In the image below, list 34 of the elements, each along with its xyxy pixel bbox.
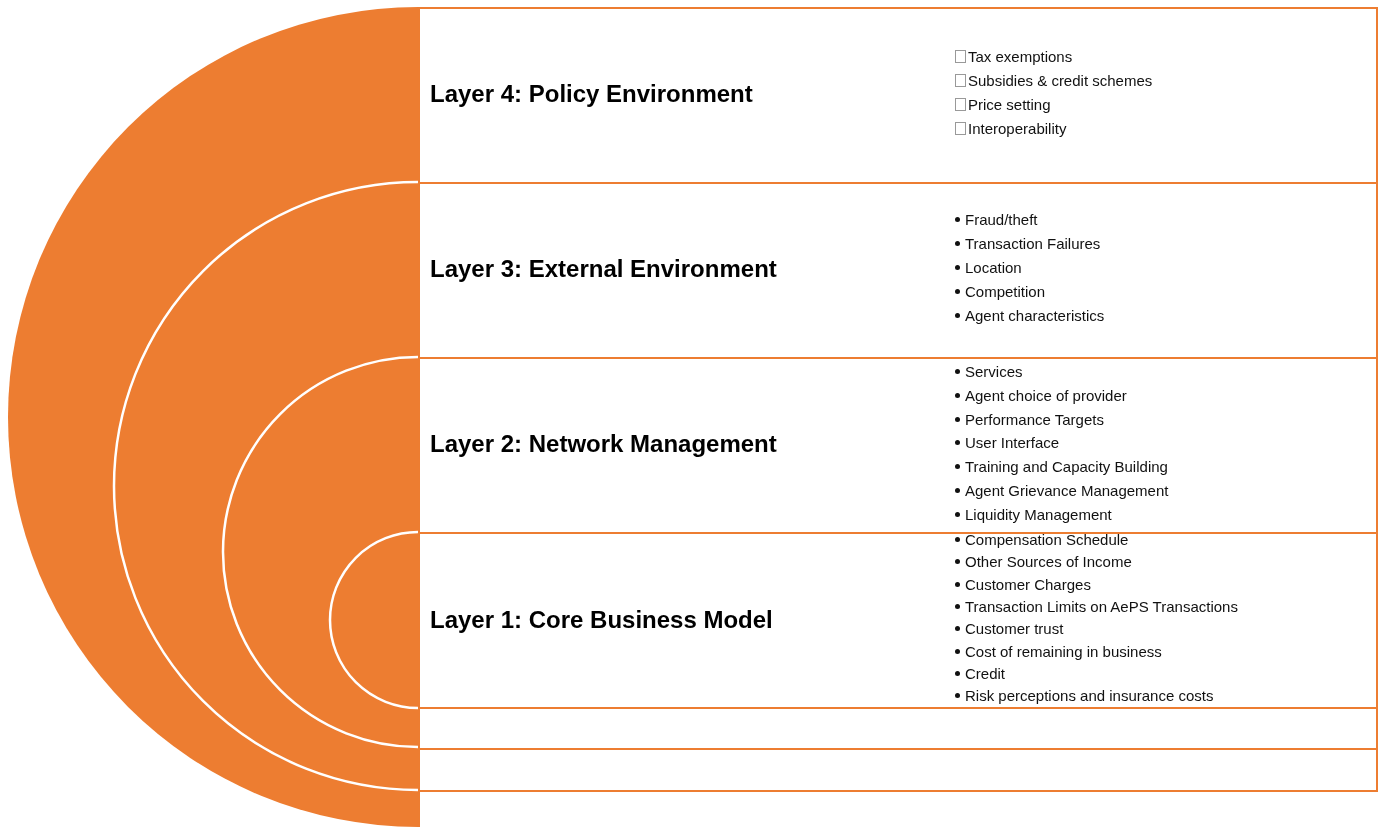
bullet-item: Interoperability <box>955 120 1067 137</box>
bullet-item: Price setting <box>955 96 1051 113</box>
bullet-item: Fraud/theft <box>955 211 1038 228</box>
bullet-item: Location <box>955 259 1022 276</box>
bullet-item: Transaction Limits on AePS Transactions <box>955 597 1238 615</box>
layer-box <box>418 182 1378 359</box>
bullet-item: Compensation Schedule <box>955 531 1129 548</box>
bullet-item: Subsidies & credit schemes <box>955 72 1153 89</box>
layer-box <box>418 707 1378 750</box>
layer-box <box>418 7 1378 184</box>
bullet-item: Other Sources of Income <box>955 553 1132 571</box>
bullet-item: Agent choice of provider <box>955 386 1127 404</box>
bullet-item: Customer Charges <box>955 575 1091 593</box>
bullet-item: Services <box>955 363 1023 380</box>
bullet-item: Training and Capacity Building <box>955 458 1168 476</box>
layer-title: Layer 1: Core Business Model <box>430 606 773 634</box>
layer-title: Layer 2: Network Management <box>430 430 777 458</box>
bullet-item: Transaction Failures <box>955 235 1101 252</box>
bullet-item: Competition <box>955 283 1046 300</box>
bullet-item: Risk perceptions and insurance costs <box>955 687 1214 705</box>
bullet-item: Agent characteristics <box>955 307 1105 324</box>
layer-title: Layer 4: Policy Environment <box>430 80 753 108</box>
bullet-item: User Interface <box>955 434 1060 452</box>
bullet-item: Customer trust <box>955 620 1064 638</box>
bullet-item: Cost of remaining in business <box>955 642 1162 660</box>
layer-box <box>418 532 1378 709</box>
bullet-item: Tax exemptions <box>955 48 1073 65</box>
layer-box <box>418 748 1378 792</box>
bullet-item: Agent Grievance Management <box>955 482 1169 499</box>
layer-box <box>418 357 1378 534</box>
layer-title: Layer 3: External Environment <box>430 255 777 283</box>
bullet-item: Performance Targets <box>955 410 1104 428</box>
bullet-item: Credit <box>955 664 1005 682</box>
bullet-item: Liquidity Management <box>955 505 1112 523</box>
